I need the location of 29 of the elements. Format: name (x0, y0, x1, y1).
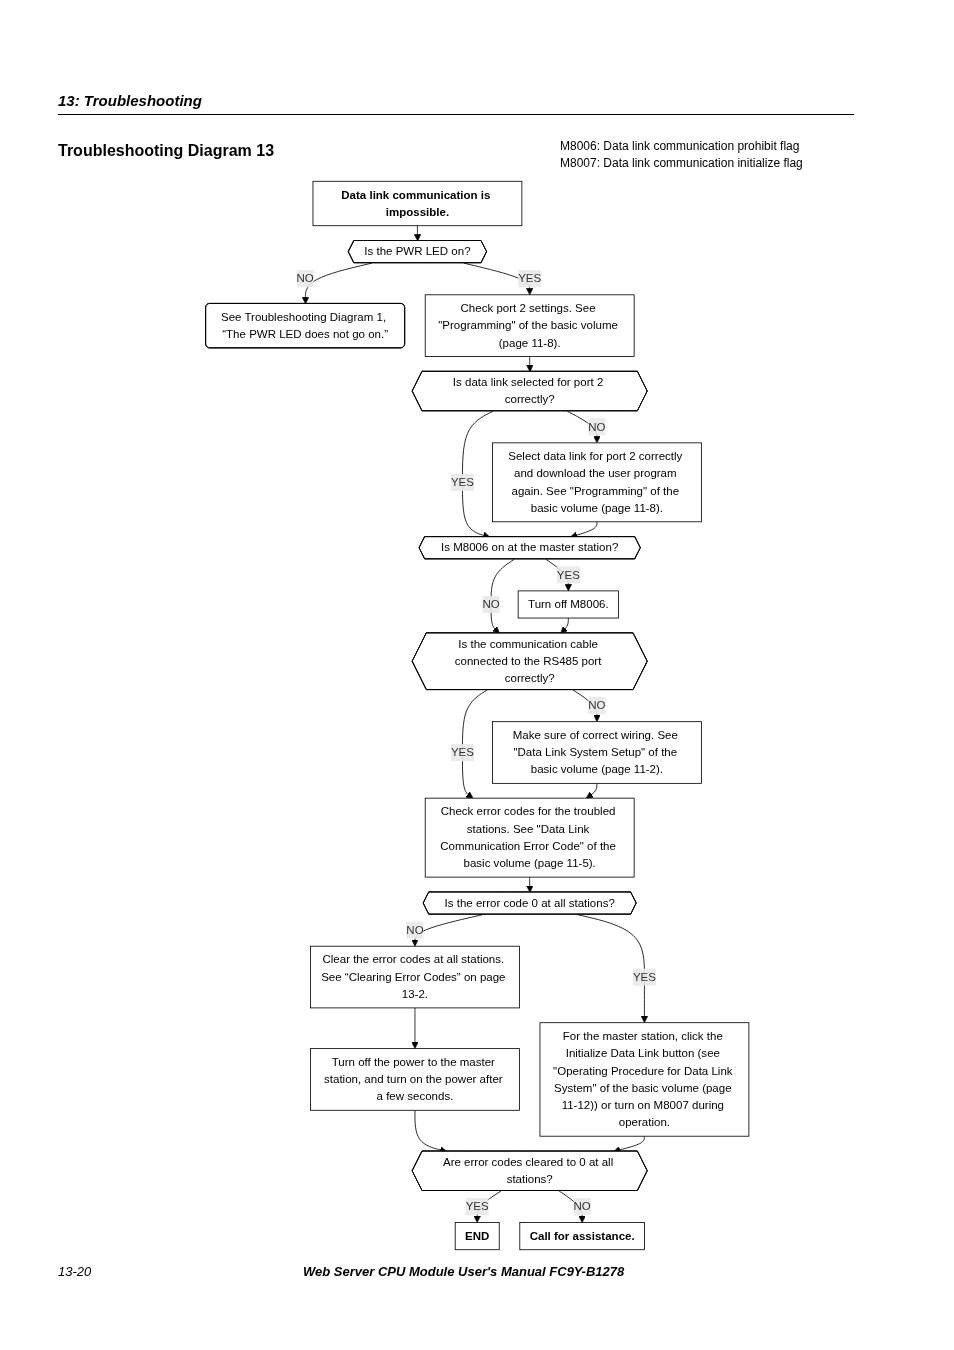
edge-label: NO (588, 419, 606, 433)
section-header: 13: Troubleshooting (58, 92, 202, 109)
edge-label: NO (573, 1199, 591, 1213)
edge-label: YES (632, 970, 656, 984)
node-box: END (454, 1222, 500, 1251)
edge-label: YES (556, 567, 580, 582)
node-box: Make sure of correct wiring. See "Data Link System Setup" of the basic volume (page 11-2). (491, 721, 702, 784)
node-box: For the master station, click the Initialize Data Link button (see "Operating Procedure for Data Link System" of the basic volume (page 11-12)) or turn on M8007 during operation. (539, 1022, 750, 1137)
edge-label: YES (450, 745, 474, 759)
node-box: Clear the error codes at all stations. See “Clearing Error Codes” on page 13-2. (309, 945, 520, 1009)
diagram-title: Troubleshooting Diagram 13 (58, 142, 275, 160)
node-box: Check port 2 settings. See "Programming" of the basic volume (page 11-8). (424, 294, 635, 357)
edge-label: YES (465, 1199, 489, 1213)
note-text: M8006: Data link communication prohibit flag (560, 138, 801, 155)
edge-label: NO (588, 698, 606, 712)
manual-title: Web Server CPU Module User's Manual FC9Y-B1278 (303, 1264, 625, 1279)
node-box: Data link communication is impossible. (312, 180, 523, 227)
note-text: M8007: Data link communication initialize flag (560, 155, 803, 172)
node-box: Turn off the power to the master station, and turn on the power after a few seconds. (309, 1048, 520, 1111)
edge-label: NO (482, 597, 500, 611)
node-box: Check error codes for the troubled stations. See "Data Link Communication Error Code" of the basic volume (page 11-5). (424, 797, 635, 878)
node-box: Call for assistance. (519, 1222, 645, 1251)
edge-label: NO (406, 923, 424, 937)
node-box: Turn off M8006. (517, 590, 619, 619)
edge-label: YES (517, 271, 541, 285)
page-number: 13-20 (58, 1264, 92, 1279)
node-box: Select data link for port 2 correctly and download the user program again. See "Programming" of the basic volume (page 11-8). (491, 442, 702, 523)
edge-label: YES (450, 475, 474, 489)
edge-label: NO (296, 271, 314, 285)
